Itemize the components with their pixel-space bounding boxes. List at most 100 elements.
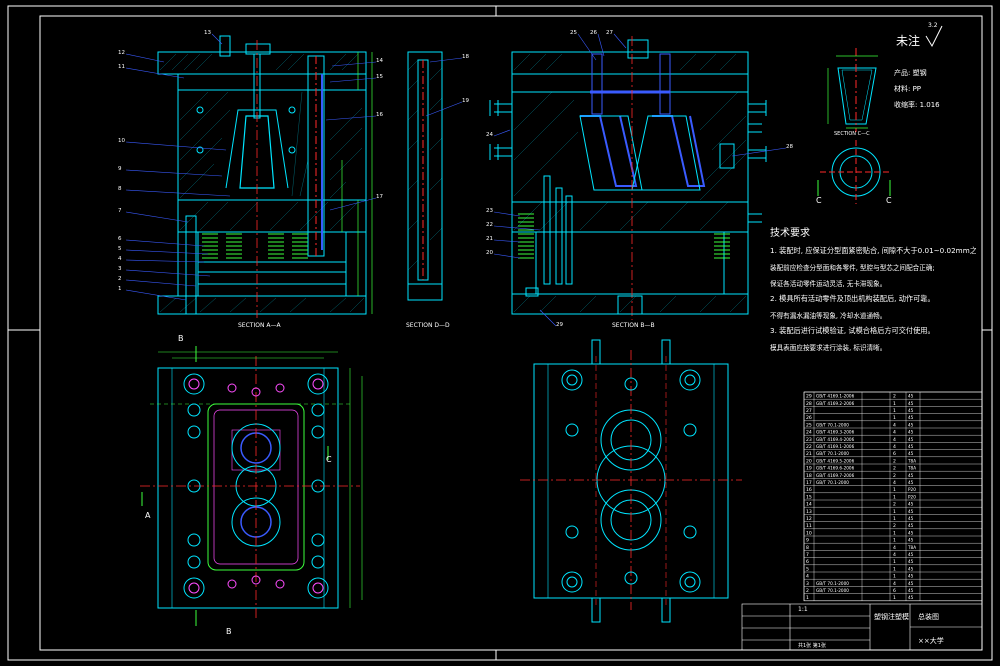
screw-head (196, 106, 204, 114)
leader-line (125, 189, 231, 197)
bom-cell-qty: 4 (893, 444, 896, 450)
leader-line (493, 129, 511, 137)
leader-line (731, 147, 787, 157)
leader-line (329, 77, 377, 83)
screw-hole (187, 555, 201, 569)
part-number-label: 17 (376, 194, 383, 200)
part-number-label: 28 (786, 144, 793, 150)
spring-group-bb (518, 213, 730, 259)
bb-top-plate (511, 51, 749, 75)
bom-cell-qty: 4 (893, 545, 896, 551)
bom-cell-qty: 2 (893, 466, 896, 472)
bom-cell-no: 26 (806, 415, 812, 421)
part-number-label: 1 (118, 286, 122, 292)
bom-cell-mat: 45 (908, 422, 914, 427)
bb-cavity-left (580, 115, 638, 187)
guide-bush-inner (188, 378, 200, 390)
spacer-block-right (345, 231, 367, 297)
bom-cell-qty: 1 (893, 559, 896, 565)
title-block (741, 603, 983, 651)
bom-cell-std: GB/T 70.1-2000 (816, 451, 849, 456)
title-block-school: ××大学 (918, 637, 944, 645)
screw-hole (187, 403, 201, 417)
bom-cell-mat: 45 (908, 473, 914, 478)
bottom-clamp-plate (157, 295, 367, 315)
bom-cell-qty: 1 (893, 574, 896, 580)
part-number-label: 12 (118, 50, 125, 56)
part-number-label: 24 (486, 132, 493, 138)
tech-line-5: 不得有漏水漏油等现象, 冷却水道通畅。 (770, 312, 887, 320)
bom-cell-mat: 45 (908, 538, 914, 543)
cut-mark-c-right: C (886, 196, 892, 205)
part-number-label: 4 (118, 256, 122, 262)
cut-mark-c-left: C (816, 196, 822, 205)
core-outline (225, 109, 289, 189)
bom-cell-std: GB/T 4169.5-2006 (816, 458, 855, 463)
runner-plate (177, 73, 367, 91)
leader-line (125, 239, 205, 247)
bb-core-plate (511, 201, 749, 233)
lift-screw (219, 35, 231, 57)
bom-cell-mat: 45 (908, 451, 914, 456)
screw-head (196, 146, 204, 154)
guide-hole-inner (684, 576, 696, 588)
bom-cell-mat: 45 (908, 581, 914, 586)
hatching-aa (159, 53, 365, 313)
screw-hole (624, 571, 638, 585)
bb-core-right (631, 115, 701, 191)
bom-cell-qty: 2 (893, 523, 896, 529)
leader-line (493, 225, 541, 231)
bom-cell-no: 29 (806, 394, 812, 400)
bom-cell-mat: T8A (907, 458, 916, 463)
bom-cell-std: GB/T 4169.7-2006 (816, 473, 855, 478)
leader-line (125, 53, 165, 63)
pin-hole (227, 383, 237, 393)
screw-hole (565, 525, 579, 539)
bom-cell-std: GB/T 70.1-2000 (816, 480, 849, 485)
section-dd-view (407, 51, 443, 301)
bom-cell-mat: 45 (908, 444, 914, 449)
leader-line (429, 57, 463, 63)
guide-hole-inner (566, 576, 578, 588)
bom-cell-qty: 1 (893, 516, 896, 522)
cooling-fittings-right (719, 100, 767, 223)
bom-cell-qty: 1 (893, 509, 896, 515)
bom-cell-std: GB/T 70.1-2000 (816, 422, 849, 427)
guide-hole (679, 571, 701, 593)
leader-line (211, 33, 223, 45)
bom-cell-no: 24 (806, 430, 812, 436)
ejector-plate (197, 271, 347, 285)
part-number-label: 20 (486, 250, 493, 256)
bom-cell-no: 9 (806, 538, 809, 544)
return-pin (185, 215, 197, 315)
plan2-nozzles (591, 339, 671, 623)
screw-hole (311, 533, 325, 547)
section-cc-label: SECTION C—C (834, 131, 870, 137)
leader-line (493, 253, 521, 259)
screw-hole (624, 377, 638, 391)
bom-cell-qty: 4 (893, 581, 896, 587)
part-number-label: 26 (590, 30, 597, 36)
bom-cell-no: 2 (806, 588, 809, 594)
section-dd-outline (407, 51, 443, 301)
bom-cell-qty: 4 (893, 552, 896, 558)
leader-line (125, 259, 205, 263)
bom-cell-std: GB/T 4169.1-2006 (816, 394, 855, 399)
leader-line (325, 115, 377, 121)
bom-cell-no: 11 (806, 523, 812, 529)
leader-line (613, 33, 627, 49)
plan-hole-group (183, 373, 329, 599)
bom-cell-qty: 4 (893, 437, 896, 443)
guide-bush-inner (188, 582, 200, 594)
bom-cell-no: 3 (806, 581, 809, 587)
part-number-label: 7 (118, 208, 122, 214)
bb-locating-ring (627, 39, 649, 59)
bom-cell-no: 1 (806, 595, 809, 601)
bom-cell-no: 25 (806, 422, 812, 428)
part-number-label: 25 (570, 30, 577, 36)
bb-spacer-right (723, 231, 749, 295)
leader-line (125, 169, 223, 177)
screw-hole (187, 533, 201, 547)
part-number-label: 6 (118, 236, 122, 242)
